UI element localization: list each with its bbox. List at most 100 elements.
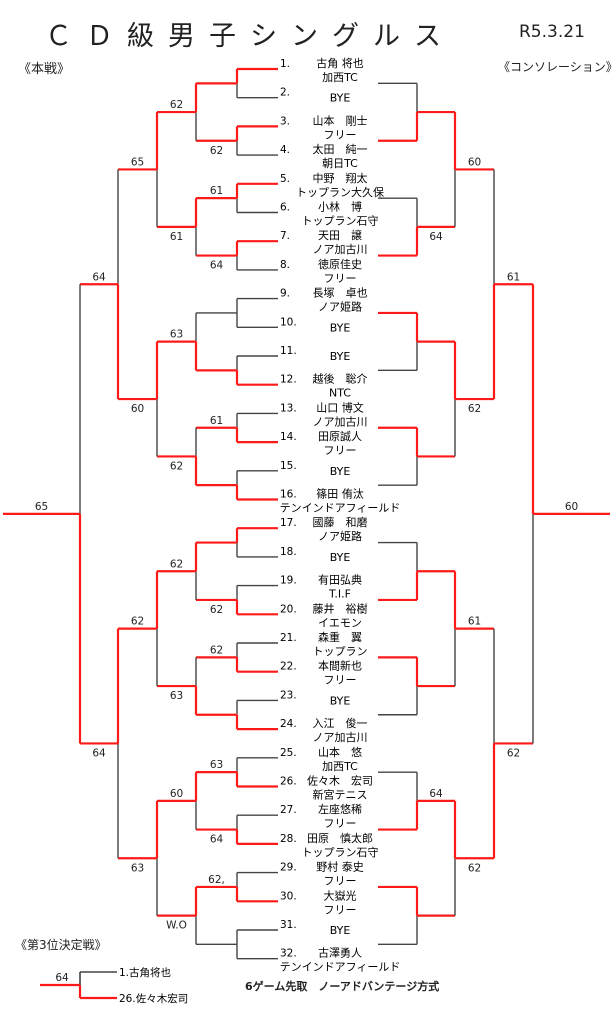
- player-number: 21.: [280, 632, 297, 644]
- player-number: 3.: [280, 115, 290, 127]
- player-number: 4.: [280, 144, 290, 156]
- player-number: 10.: [280, 316, 297, 328]
- main-match-score: 63: [131, 862, 144, 874]
- player-club: 新宮テニス: [313, 788, 368, 802]
- player-club: 朝日TC: [322, 157, 358, 170]
- consolation-match-score: 62: [468, 403, 481, 415]
- main-match-score: 65: [35, 501, 48, 513]
- player-number: 20.: [280, 603, 297, 615]
- player-number: 23.: [280, 689, 297, 701]
- player-club: トップラン石守: [302, 845, 379, 859]
- player-club: 加西TC: [322, 71, 358, 84]
- main-match-score: 64: [210, 260, 224, 272]
- main-match-score: 63: [170, 329, 183, 341]
- player-number: 29.: [280, 862, 297, 874]
- bye-label: BYE: [330, 551, 351, 564]
- player-number: 25.: [280, 747, 297, 759]
- player-number: 11.: [280, 345, 297, 357]
- player-club: フリー: [324, 903, 357, 916]
- player-number: 1.: [280, 58, 290, 70]
- player-name: 山本 剛士: [313, 113, 368, 127]
- main-match-score: 62: [210, 145, 223, 157]
- player-name: 大嶽光: [324, 888, 357, 902]
- player-name: 太田 純一: [313, 143, 368, 156]
- player-number: 22.: [280, 661, 297, 673]
- player-name: 篠田 侑汰: [316, 487, 364, 501]
- player-name: 野村 泰史: [316, 860, 364, 874]
- consolation-match-score: 62: [507, 747, 520, 759]
- player-club: フリー: [324, 875, 357, 888]
- player-number: 9.: [280, 288, 290, 300]
- player-number: 15.: [280, 460, 297, 472]
- player-club: テンインドアフィールド: [280, 961, 401, 974]
- player-name: 長塚 卓也: [313, 287, 368, 300]
- player-name: 國藤 和磨: [313, 516, 368, 529]
- player-number: 17.: [280, 517, 297, 529]
- third-place-label: 《第3位決定戦》: [15, 938, 107, 952]
- player-club: ノア姫路: [318, 529, 362, 543]
- player-club: ノア加古川: [313, 415, 368, 428]
- player-name: 左座悠稀: [318, 802, 362, 816]
- main-match-score: 61: [210, 185, 223, 197]
- main-match-score: 62: [210, 644, 223, 656]
- player-name: 森重 翼: [318, 630, 362, 644]
- player-club: トップラン大久保: [296, 185, 384, 199]
- main-match-score: 60: [131, 403, 144, 415]
- third-place-score: 64: [55, 972, 69, 984]
- main-match-score: W.O: [166, 920, 187, 932]
- player-club: フリー: [324, 272, 357, 285]
- consolation-label: 《コンソレーション》: [498, 60, 613, 74]
- player-name: 藤井 裕樹: [313, 601, 368, 615]
- third-place-player: 1.古角将也: [119, 966, 171, 979]
- main-match-score: 62: [131, 616, 144, 628]
- main-match-score: 62: [210, 604, 223, 616]
- main-match-score: 60: [170, 788, 183, 800]
- player-club: T.I.F: [328, 588, 351, 601]
- player-name: 田原誠人: [318, 430, 362, 443]
- player-number: 32.: [280, 948, 297, 960]
- bye-label: BYE: [330, 465, 351, 478]
- player-club: フリー: [324, 128, 357, 141]
- player-club: フリー: [324, 444, 357, 457]
- player-number: 12.: [280, 374, 297, 386]
- event-date: R5.3.21: [519, 22, 585, 42]
- player-name: 田原 慎太郎: [307, 831, 373, 845]
- player-club: ノア加古川: [313, 731, 368, 744]
- player-name: 佐々木 宏司: [307, 774, 373, 788]
- player-number: 2.: [280, 87, 290, 99]
- player-club: NTC: [329, 387, 351, 400]
- player-number: 18.: [280, 546, 297, 558]
- main-match-score: 64: [92, 271, 106, 283]
- player-club: トップラン: [313, 645, 368, 658]
- player-name: 天田 譲: [318, 228, 362, 242]
- consolation-match-score: 60: [468, 156, 481, 168]
- player-name: 古角 将也: [316, 57, 364, 70]
- page-title: ＣＤ級男子シングルス: [45, 21, 455, 52]
- bye-label: BYE: [330, 924, 351, 937]
- player-club: トップラン石守: [302, 214, 379, 228]
- main-match-score: 62,: [208, 874, 225, 886]
- player-number: 6.: [280, 202, 290, 214]
- consolation-match-score: 64: [429, 788, 443, 800]
- main-match-score: 64: [210, 834, 224, 846]
- main-match-score: 63: [210, 759, 223, 771]
- bye-label: BYE: [330, 321, 351, 334]
- main-match-score: 61: [210, 415, 223, 427]
- player-number: 26.: [280, 776, 297, 788]
- consolation-match-score: 60: [565, 501, 578, 513]
- player-number: 28.: [280, 833, 297, 845]
- player-club: フリー: [324, 817, 357, 830]
- player-number: 24.: [280, 718, 297, 730]
- player-club: 加西TC: [322, 760, 358, 773]
- player-club: テンインドアフィールド: [280, 502, 401, 515]
- player-number: 13.: [280, 402, 297, 414]
- player-name: 越後 聡介: [313, 372, 368, 386]
- consolation-match-score: 61: [468, 616, 481, 628]
- player-number: 7.: [280, 230, 290, 242]
- player-number: 14.: [280, 431, 297, 443]
- player-name: 山本 悠: [318, 745, 362, 759]
- player-club: イエモン: [318, 616, 362, 629]
- player-name: 古澤勇人: [318, 947, 362, 960]
- rules-note: 6ゲーム先取 ノーアドバンテージ方式: [245, 980, 440, 993]
- player-number: 27.: [280, 804, 297, 816]
